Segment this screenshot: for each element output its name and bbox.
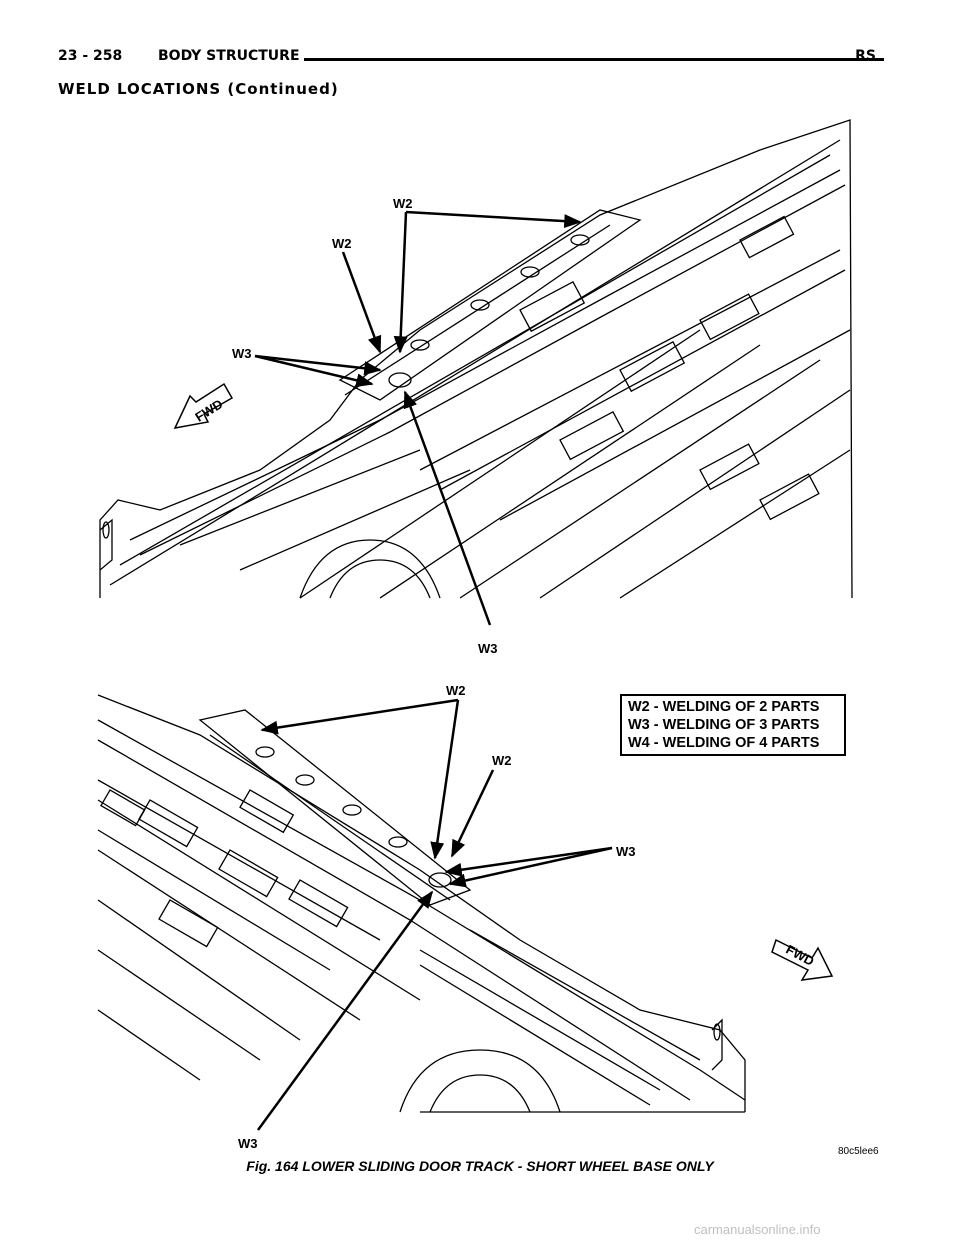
legend-w3: W3 - WELDING OF 3 PARTS — [628, 717, 820, 733]
watermark: carmanualsonline.info — [694, 1222, 821, 1237]
header-rule — [304, 58, 884, 61]
legend-w2: W2 - WELDING OF 2 PARTS — [628, 699, 820, 715]
top-floor-pan-drawing — [99, 119, 853, 599]
label-w2-top-b: W2 — [332, 236, 352, 251]
fwd-arrow-bottom — [771, 938, 834, 981]
label-w2-top-a: W2 — [393, 196, 413, 211]
weld-legend: W2 - WELDING OF 2 PARTS W3 - WELDING OF … — [620, 694, 846, 756]
legend-w4: W4 - WELDING OF 4 PARTS — [628, 735, 820, 751]
section-title: WELD LOCATIONS (Continued) — [58, 80, 339, 98]
label-w3-top-b: W3 — [478, 641, 498, 656]
section-name: BODY STRUCTURE — [158, 48, 300, 64]
page-number: 23 - 258 — [58, 48, 123, 64]
label-w2-bottom-a: W2 — [446, 683, 466, 698]
label-w3-top-a: W3 — [232, 346, 252, 361]
label-w2-bottom-b: W2 — [492, 753, 512, 768]
label-w3-bottom-a: W3 — [616, 844, 636, 859]
label-w3-bottom-b: W3 — [238, 1136, 258, 1151]
page-header: 23 - 258 BODY STRUCTURE RS — [58, 48, 884, 72]
fwd-arrow-top — [173, 382, 234, 429]
figure-caption: Fig. 164 LOWER SLIDING DOOR TRACK - SHOR… — [246, 1158, 714, 1174]
model-code: RS — [855, 48, 876, 64]
bottom-floor-pan-drawing — [97, 694, 746, 1113]
figure-code: 80c5lee6 — [838, 1146, 879, 1157]
